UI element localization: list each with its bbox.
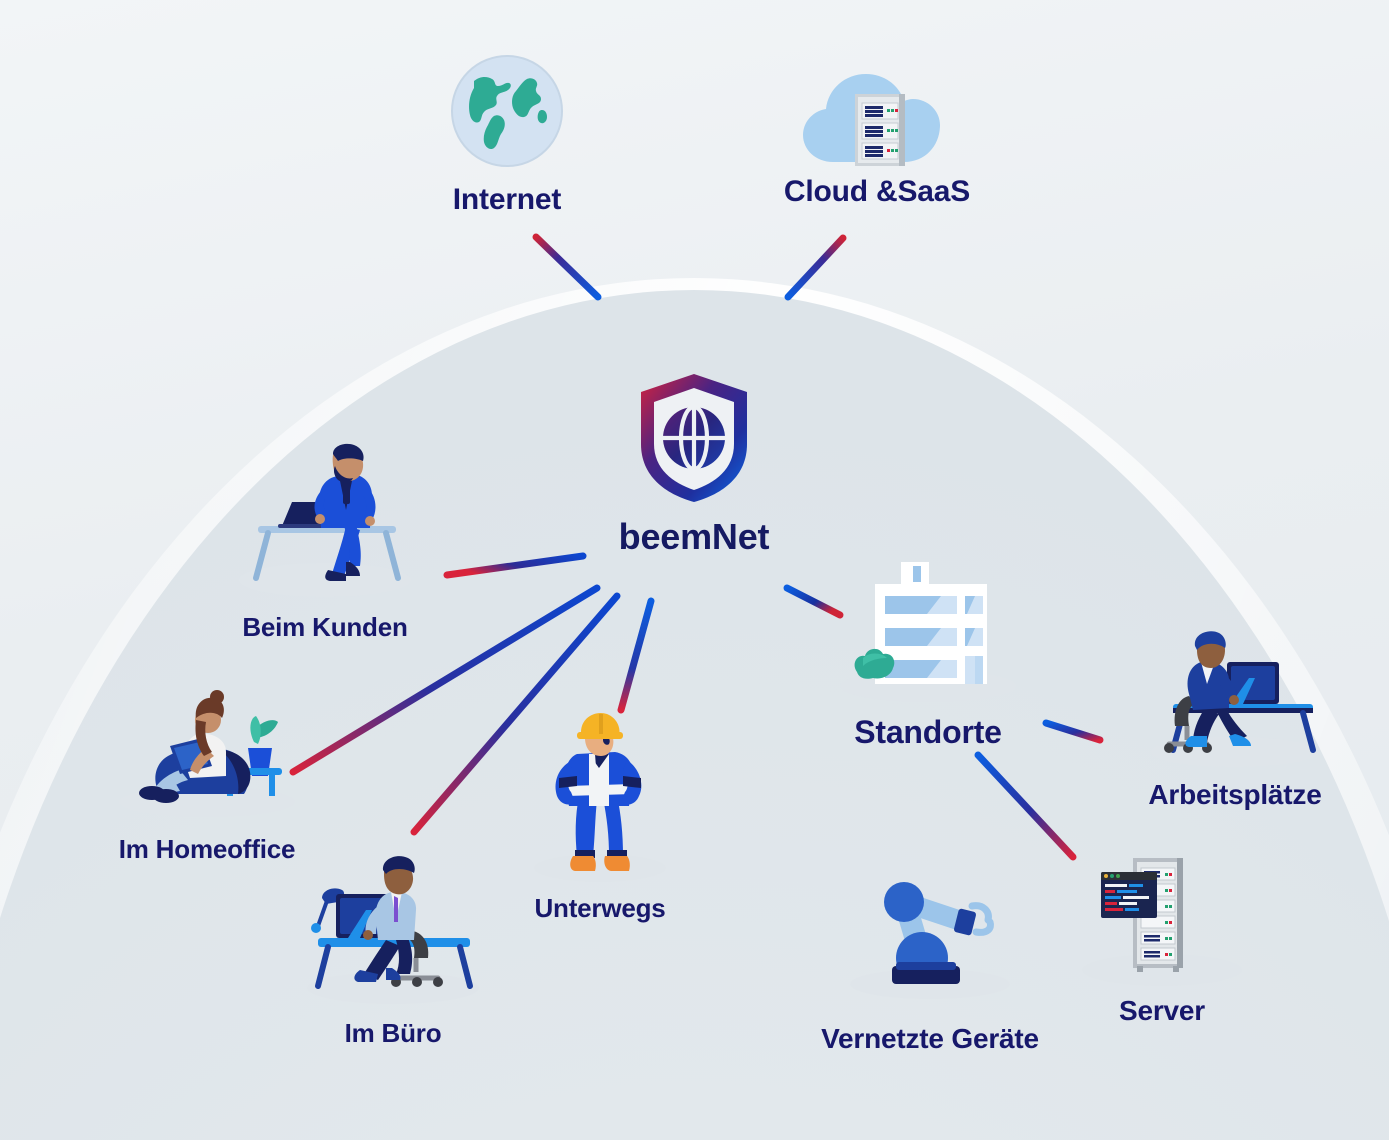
connector-beemnet-standorte [783, 584, 844, 619]
server-rack-terminal-icon [1082, 858, 1242, 986]
globe-icon [451, 55, 563, 167]
node-beemnet-label: beemNet [618, 516, 770, 557]
node-internet-label: Internet [452, 183, 562, 216]
connector-standorte-arbeitsplaetze [1042, 719, 1104, 744]
node-internet[interactable]: Internet [392, 50, 622, 216]
node-vernetzte-geraete-label: Vernetzte Geräte [821, 1023, 1039, 1054]
node-cloud-label: Cloud &SaaS [783, 175, 971, 208]
node-im-buero-label: Im Büro [344, 1018, 442, 1048]
node-cloud[interactable]: Cloud &SaaS [762, 52, 992, 208]
node-standorte[interactable]: Standorte [828, 552, 1028, 750]
node-unterwegs-label: Unterwegs [534, 893, 666, 923]
node-arbeitsplaetze-label: Arbeitsplätze [1148, 779, 1322, 810]
man-leaning-desk-laptop-icon [239, 443, 411, 597]
cloud-server-icon [803, 74, 940, 166]
man-desk-monitor-icon [307, 856, 479, 1004]
node-standorte-label: Standorte [854, 714, 1002, 750]
node-unterwegs[interactable]: Unterwegs [500, 710, 700, 922]
node-server-label: Server [1119, 995, 1205, 1026]
node-beim-kunden-label: Beim Kunden [242, 612, 408, 642]
connector-beemnet-buero [410, 592, 621, 836]
node-im-homeoffice-label: Im Homeoffice [118, 834, 296, 864]
node-beim-kunden[interactable]: Beim Kunden [210, 440, 440, 641]
node-server[interactable]: Server [1062, 848, 1262, 1025]
shield-globe-icon [641, 374, 747, 502]
connector-beemnet-unterwegs [617, 597, 655, 714]
connector-beemnet-internet [532, 233, 602, 301]
connector-beemnet-cloud [784, 234, 847, 301]
woman-beanbag-tablet-icon [119, 690, 295, 817]
connector-beemnet-kunden [443, 552, 587, 579]
man-desk-monitor-laptop-icon [1151, 631, 1319, 767]
robot-arm-icon [850, 882, 1010, 999]
node-im-buero[interactable]: Im Büro [278, 848, 508, 1047]
connector-standorte-server [974, 751, 1077, 861]
worker-helmet-vest-icon [534, 712, 666, 882]
node-vernetzte-geraete[interactable]: Vernetzte Geräte [810, 856, 1050, 1053]
node-arbeitsplaetze[interactable]: Arbeitsplätze [1120, 630, 1350, 809]
node-im-homeoffice[interactable]: Im Homeoffice [92, 690, 322, 863]
connector-beemnet-homeoffice [289, 584, 601, 776]
node-beemnet[interactable]: beemNet [574, 368, 814, 556]
office-building-icon [840, 562, 1016, 702]
